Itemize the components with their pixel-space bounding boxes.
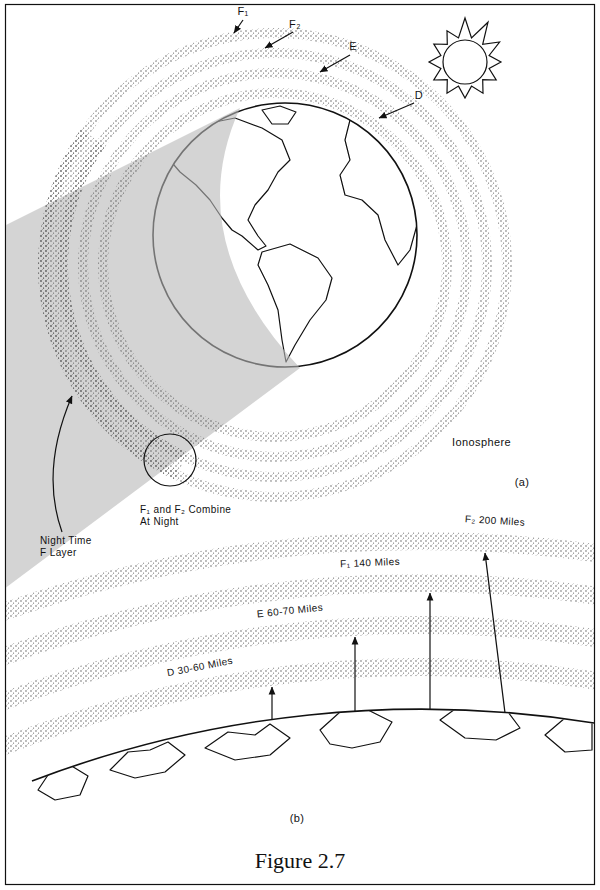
- layer-label: D: [415, 89, 423, 102]
- figure-caption: Figure 2.7: [255, 848, 345, 874]
- earth-surface: [32, 709, 594, 781]
- height-label: F₂ 200 Miles: [465, 513, 526, 529]
- layer-label: F₂: [289, 18, 301, 31]
- layer-pointer: [53, 20, 414, 532]
- note-label: Night Time F Layer: [40, 535, 94, 559]
- layer-label: F₁: [237, 5, 248, 18]
- layer-label: E: [349, 40, 357, 53]
- layer-bands: [6, 541, 594, 884]
- height-label: F₁ 140 Miles: [340, 556, 400, 570]
- height-arrow: [272, 553, 505, 720]
- highlight-circle: [144, 434, 196, 486]
- sun-symbol: [429, 18, 501, 98]
- continent-outline: [38, 700, 592, 800]
- note-label: F₁ and F₂ Combine At Night: [140, 504, 244, 528]
- region-label: Ionosphere: [452, 436, 511, 449]
- part-label: (b): [290, 812, 305, 825]
- height-label: D 30-60 Miles: [166, 655, 234, 680]
- height-label: E 60-70 Miles: [256, 601, 323, 620]
- part-label: (a): [515, 476, 530, 489]
- night-shadow: [6, 108, 300, 592]
- ionosphere-rings: [43, 33, 507, 497]
